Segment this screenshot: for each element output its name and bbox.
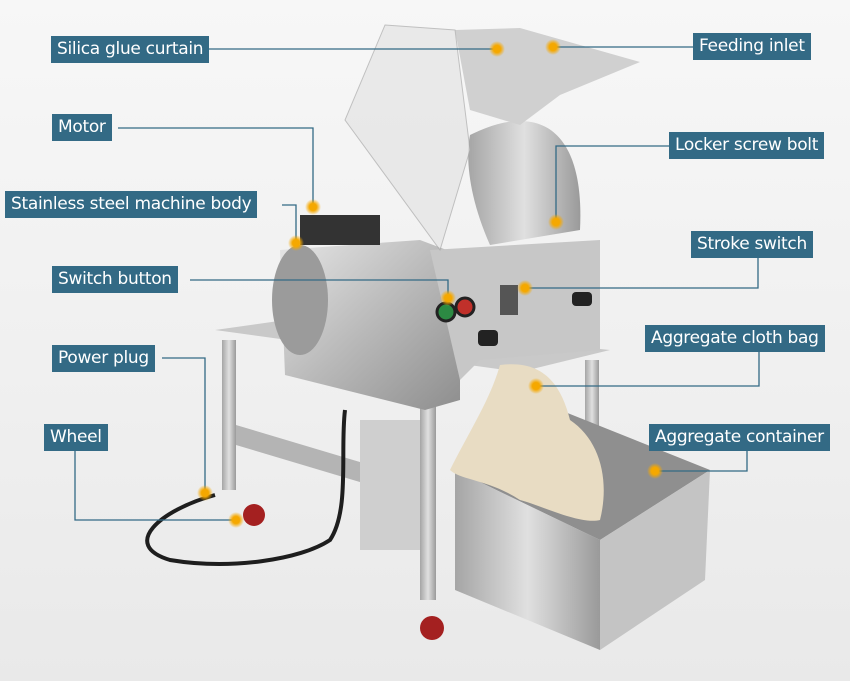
wheel-shape (243, 504, 265, 526)
marker-dot (305, 199, 321, 215)
label-silica-glue-curtain: Silica glue curtain (51, 36, 210, 63)
label-feeding-inlet: Feeding inlet (693, 33, 811, 60)
marker-dot (647, 463, 663, 479)
label-aggregate-cloth-bag: Aggregate cloth bag (645, 325, 825, 352)
marker-dot (440, 290, 456, 306)
leader-lines (74, 46, 760, 521)
hopper (344, 24, 640, 252)
label-switch-button: Switch button (52, 266, 178, 293)
label-stainless-steel-body: Stainless steel machine body (5, 191, 258, 218)
marker-dot (545, 39, 561, 55)
marker-dot (489, 41, 505, 57)
marker-dot (228, 512, 244, 528)
label-motor: Motor (52, 114, 112, 141)
label-stroke-switch: Stroke switch (691, 231, 813, 258)
marker-dot (528, 378, 544, 394)
label-power-plug: Power plug (52, 345, 155, 372)
aggregate-container-shape (360, 410, 710, 650)
marker-dot (288, 235, 304, 251)
marker-dots (197, 39, 663, 528)
marker-dot (197, 485, 213, 501)
marker-dot (548, 214, 564, 230)
label-wheel: Wheel (44, 424, 108, 451)
power-cord (145, 409, 347, 566)
marker-dot (517, 280, 533, 296)
label-aggregate-container: Aggregate container (649, 424, 830, 451)
cloth-bag-shape (450, 364, 604, 521)
label-locker-screw-bolt: Locker screw bolt (669, 132, 825, 159)
machine-body (272, 215, 600, 410)
